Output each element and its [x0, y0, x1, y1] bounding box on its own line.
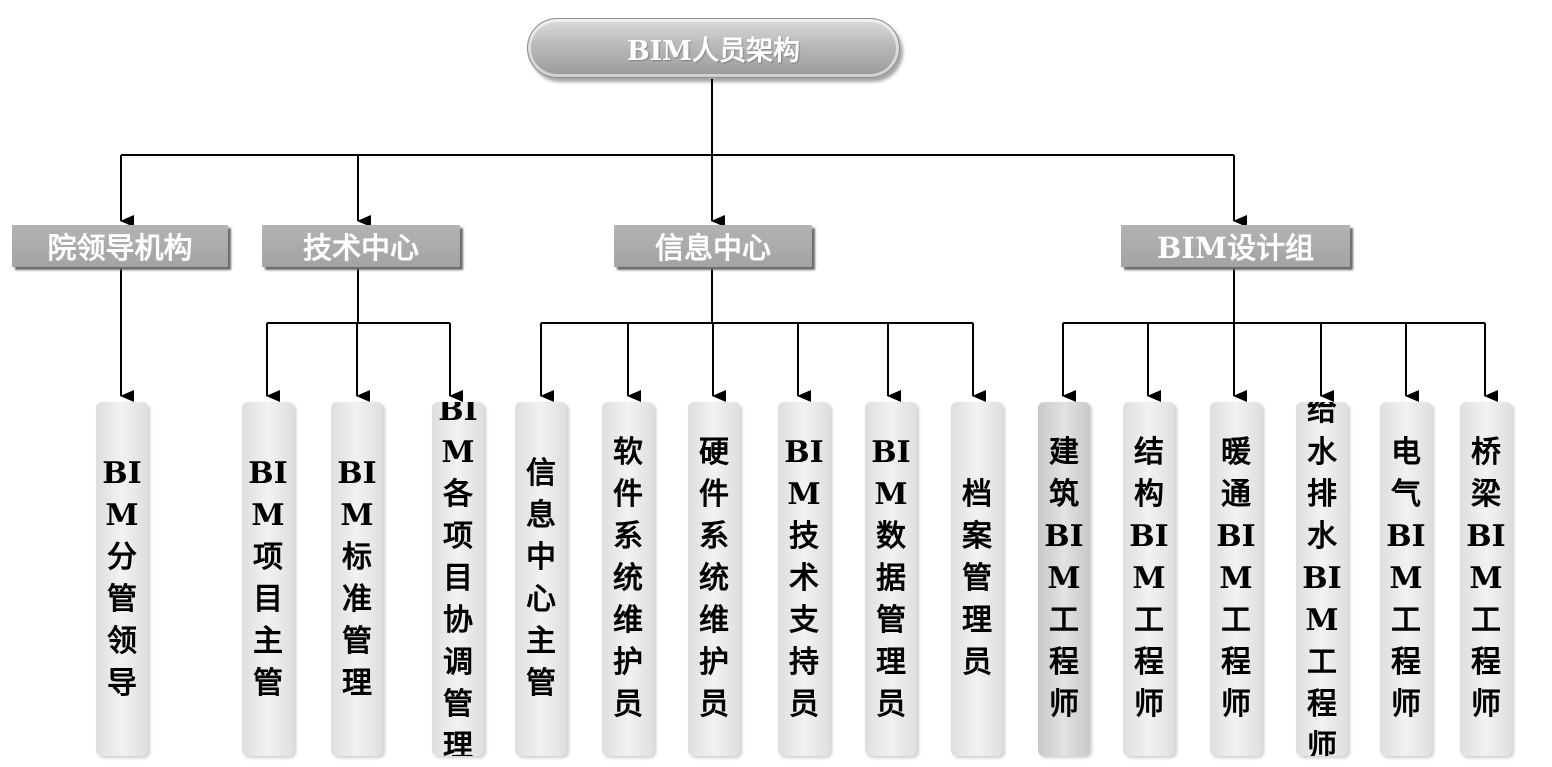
- role-node-software-maintainer: 软件系统维护员: [602, 402, 654, 756]
- dept-node-bim-design: BIM设计组: [1121, 225, 1350, 267]
- role-label: BIM标准管理: [337, 456, 377, 701]
- role-label: 档案管理员: [962, 477, 992, 680]
- role-label: 信息中心主管: [526, 456, 556, 701]
- role-node-bim-leader: BIM分管领导: [96, 402, 148, 756]
- role-node-electrical-engineer: 电气BIM工程师: [1380, 402, 1432, 756]
- role-node-hvac-engineer: 暖通BIM工程师: [1210, 402, 1262, 756]
- role-label: 暖通BIM工程师: [1216, 435, 1256, 722]
- role-label: 电气BIM工程师: [1386, 435, 1426, 722]
- role-node-bim-project-supervisor: BIM项目主管: [242, 402, 294, 756]
- role-node-info-center-supervisor: 信息中心主管: [515, 402, 567, 756]
- role-node-hardware-maintainer: 硬件系统维护员: [688, 402, 740, 756]
- role-node-structure-engineer: 结构BIM工程师: [1123, 402, 1175, 756]
- role-label: 给水排水BIM工程师: [1302, 402, 1342, 756]
- dept-node-info-center: 信息中心: [614, 225, 812, 267]
- role-label: BIM分管领导: [102, 456, 142, 701]
- dept-label: 技术中心: [302, 231, 419, 265]
- role-node-bim-coordination: BIM各项目协调管理: [432, 402, 484, 756]
- root-node-bim-structure: BIM人员架构: [527, 18, 900, 78]
- root-node-label: BIM人员架构: [626, 35, 801, 67]
- dept-label: 信息中心: [654, 231, 771, 265]
- dept-label: BIM设计组: [1156, 231, 1315, 265]
- role-node-bim-standards: BIM标准管理: [331, 402, 383, 756]
- dept-node-leadership: 院领导机构: [12, 225, 228, 267]
- role-label: BIM技术支持员: [784, 435, 824, 722]
- role-label: BIM各项目协调管理: [438, 402, 478, 756]
- role-node-bridge-engineer: 桥梁BIM工程师: [1460, 402, 1512, 756]
- dept-node-tech-center: 技术中心: [262, 225, 460, 267]
- role-node-bim-data-manager: BIM数据管理员: [865, 402, 917, 756]
- role-node-architecture-engineer: 建筑BIM工程师: [1038, 402, 1090, 756]
- role-label: 桥梁BIM工程师: [1466, 435, 1506, 722]
- role-label: BIM项目主管: [248, 456, 288, 701]
- role-label: BIM数据管理员: [871, 435, 911, 722]
- role-label: 硬件系统维护员: [699, 435, 729, 722]
- role-label: 建筑BIM工程师: [1044, 435, 1084, 722]
- role-node-archive-manager: 档案管理员: [951, 402, 1003, 756]
- dept-label: 院领导机构: [47, 231, 193, 265]
- role-node-plumbing-engineer: 给水排水BIM工程师: [1296, 402, 1348, 756]
- role-label: 结构BIM工程师: [1129, 435, 1169, 722]
- role-label: 软件系统维护员: [613, 435, 643, 722]
- role-node-bim-tech-support: BIM技术支持员: [778, 402, 830, 756]
